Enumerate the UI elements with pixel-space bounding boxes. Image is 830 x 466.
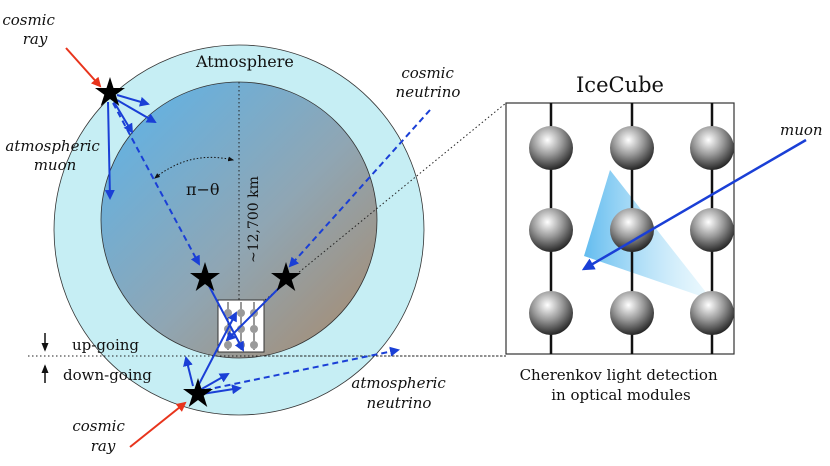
- optical-module: [610, 291, 654, 335]
- optical-module: [690, 208, 734, 252]
- atmospheric-muon-label: atmospheric muon: [5, 137, 104, 174]
- cosmic-ray-bottom-arrow: [129, 401, 187, 448]
- optical-module: [690, 291, 734, 335]
- cosmic-ray-top-label: cosmic ray: [2, 11, 59, 48]
- optical-module: [690, 126, 734, 170]
- angle-arc: [154, 156, 235, 179]
- star-earth-left: [190, 262, 220, 291]
- optical-module: [610, 126, 654, 170]
- cosmic-ray-top-arrow: [65, 47, 102, 88]
- cherenkov-label: Cherenkov light detection in optical mod…: [520, 366, 723, 404]
- down-going-label: down-going: [63, 366, 152, 384]
- star-earth-right: [271, 262, 301, 291]
- atmospheric-neutrino-label: atmospheric neutrino: [351, 374, 450, 412]
- cosmic-neutrino-label: cosmic neutrino: [396, 64, 461, 101]
- atmosphere-label: Atmosphere: [195, 52, 294, 71]
- muon-track-arrow: [581, 138, 807, 271]
- bottom-shower-arrows: [183, 311, 400, 395]
- icecube-title: IceCube: [576, 73, 664, 97]
- muon-label: muon: [780, 121, 823, 139]
- top-shower-arrows: [104, 94, 200, 266]
- optical-module: [610, 208, 654, 252]
- icecube-panel: [505, 102, 735, 355]
- cosmic-ray-bottom-label: cosmic ray: [72, 417, 129, 455]
- cosmic-neutrino-arrow: [288, 109, 431, 268]
- star-bottom: [183, 378, 213, 407]
- optical-module: [529, 291, 573, 335]
- star-top-left: [95, 77, 125, 106]
- angle-label: π−θ: [186, 180, 220, 199]
- up-going-label: up-going: [72, 336, 139, 354]
- distance-label: ~12,700 km: [246, 176, 262, 263]
- muon-tracks: [207, 283, 284, 352]
- optical-module: [529, 126, 573, 170]
- optical-module: [529, 208, 573, 252]
